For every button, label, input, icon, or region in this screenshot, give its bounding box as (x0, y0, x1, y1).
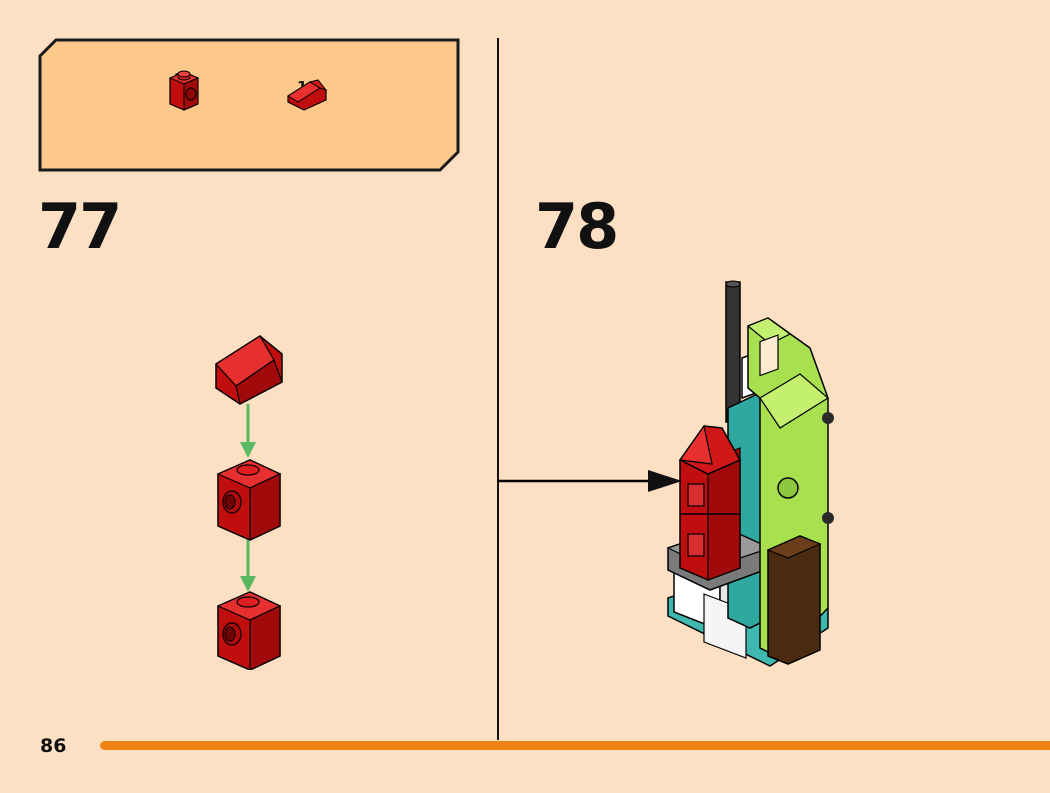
step-77-illustration (215, 335, 283, 670)
red-brick-side-stud-icon (216, 459, 282, 541)
red-slope-icon (215, 335, 283, 405)
part-red-slope: 1x (284, 76, 330, 111)
step-number-77: 77 (38, 190, 122, 263)
footer-bar (100, 741, 1050, 750)
page-number: 86 (40, 735, 67, 757)
step-number-78: 78 (535, 190, 619, 263)
step-78-illustration (666, 280, 834, 667)
placement-arrow (498, 470, 682, 492)
parts-box-frame (38, 38, 460, 172)
part-red-brick-side-stud: 2x (164, 68, 204, 111)
step-divider (497, 38, 499, 740)
red-slope-icon (287, 79, 328, 111)
red-brick-side-stud-icon (216, 591, 282, 670)
parts-list-box: 2x 1x (38, 38, 460, 172)
red-brick-side-stud-icon (168, 70, 200, 111)
